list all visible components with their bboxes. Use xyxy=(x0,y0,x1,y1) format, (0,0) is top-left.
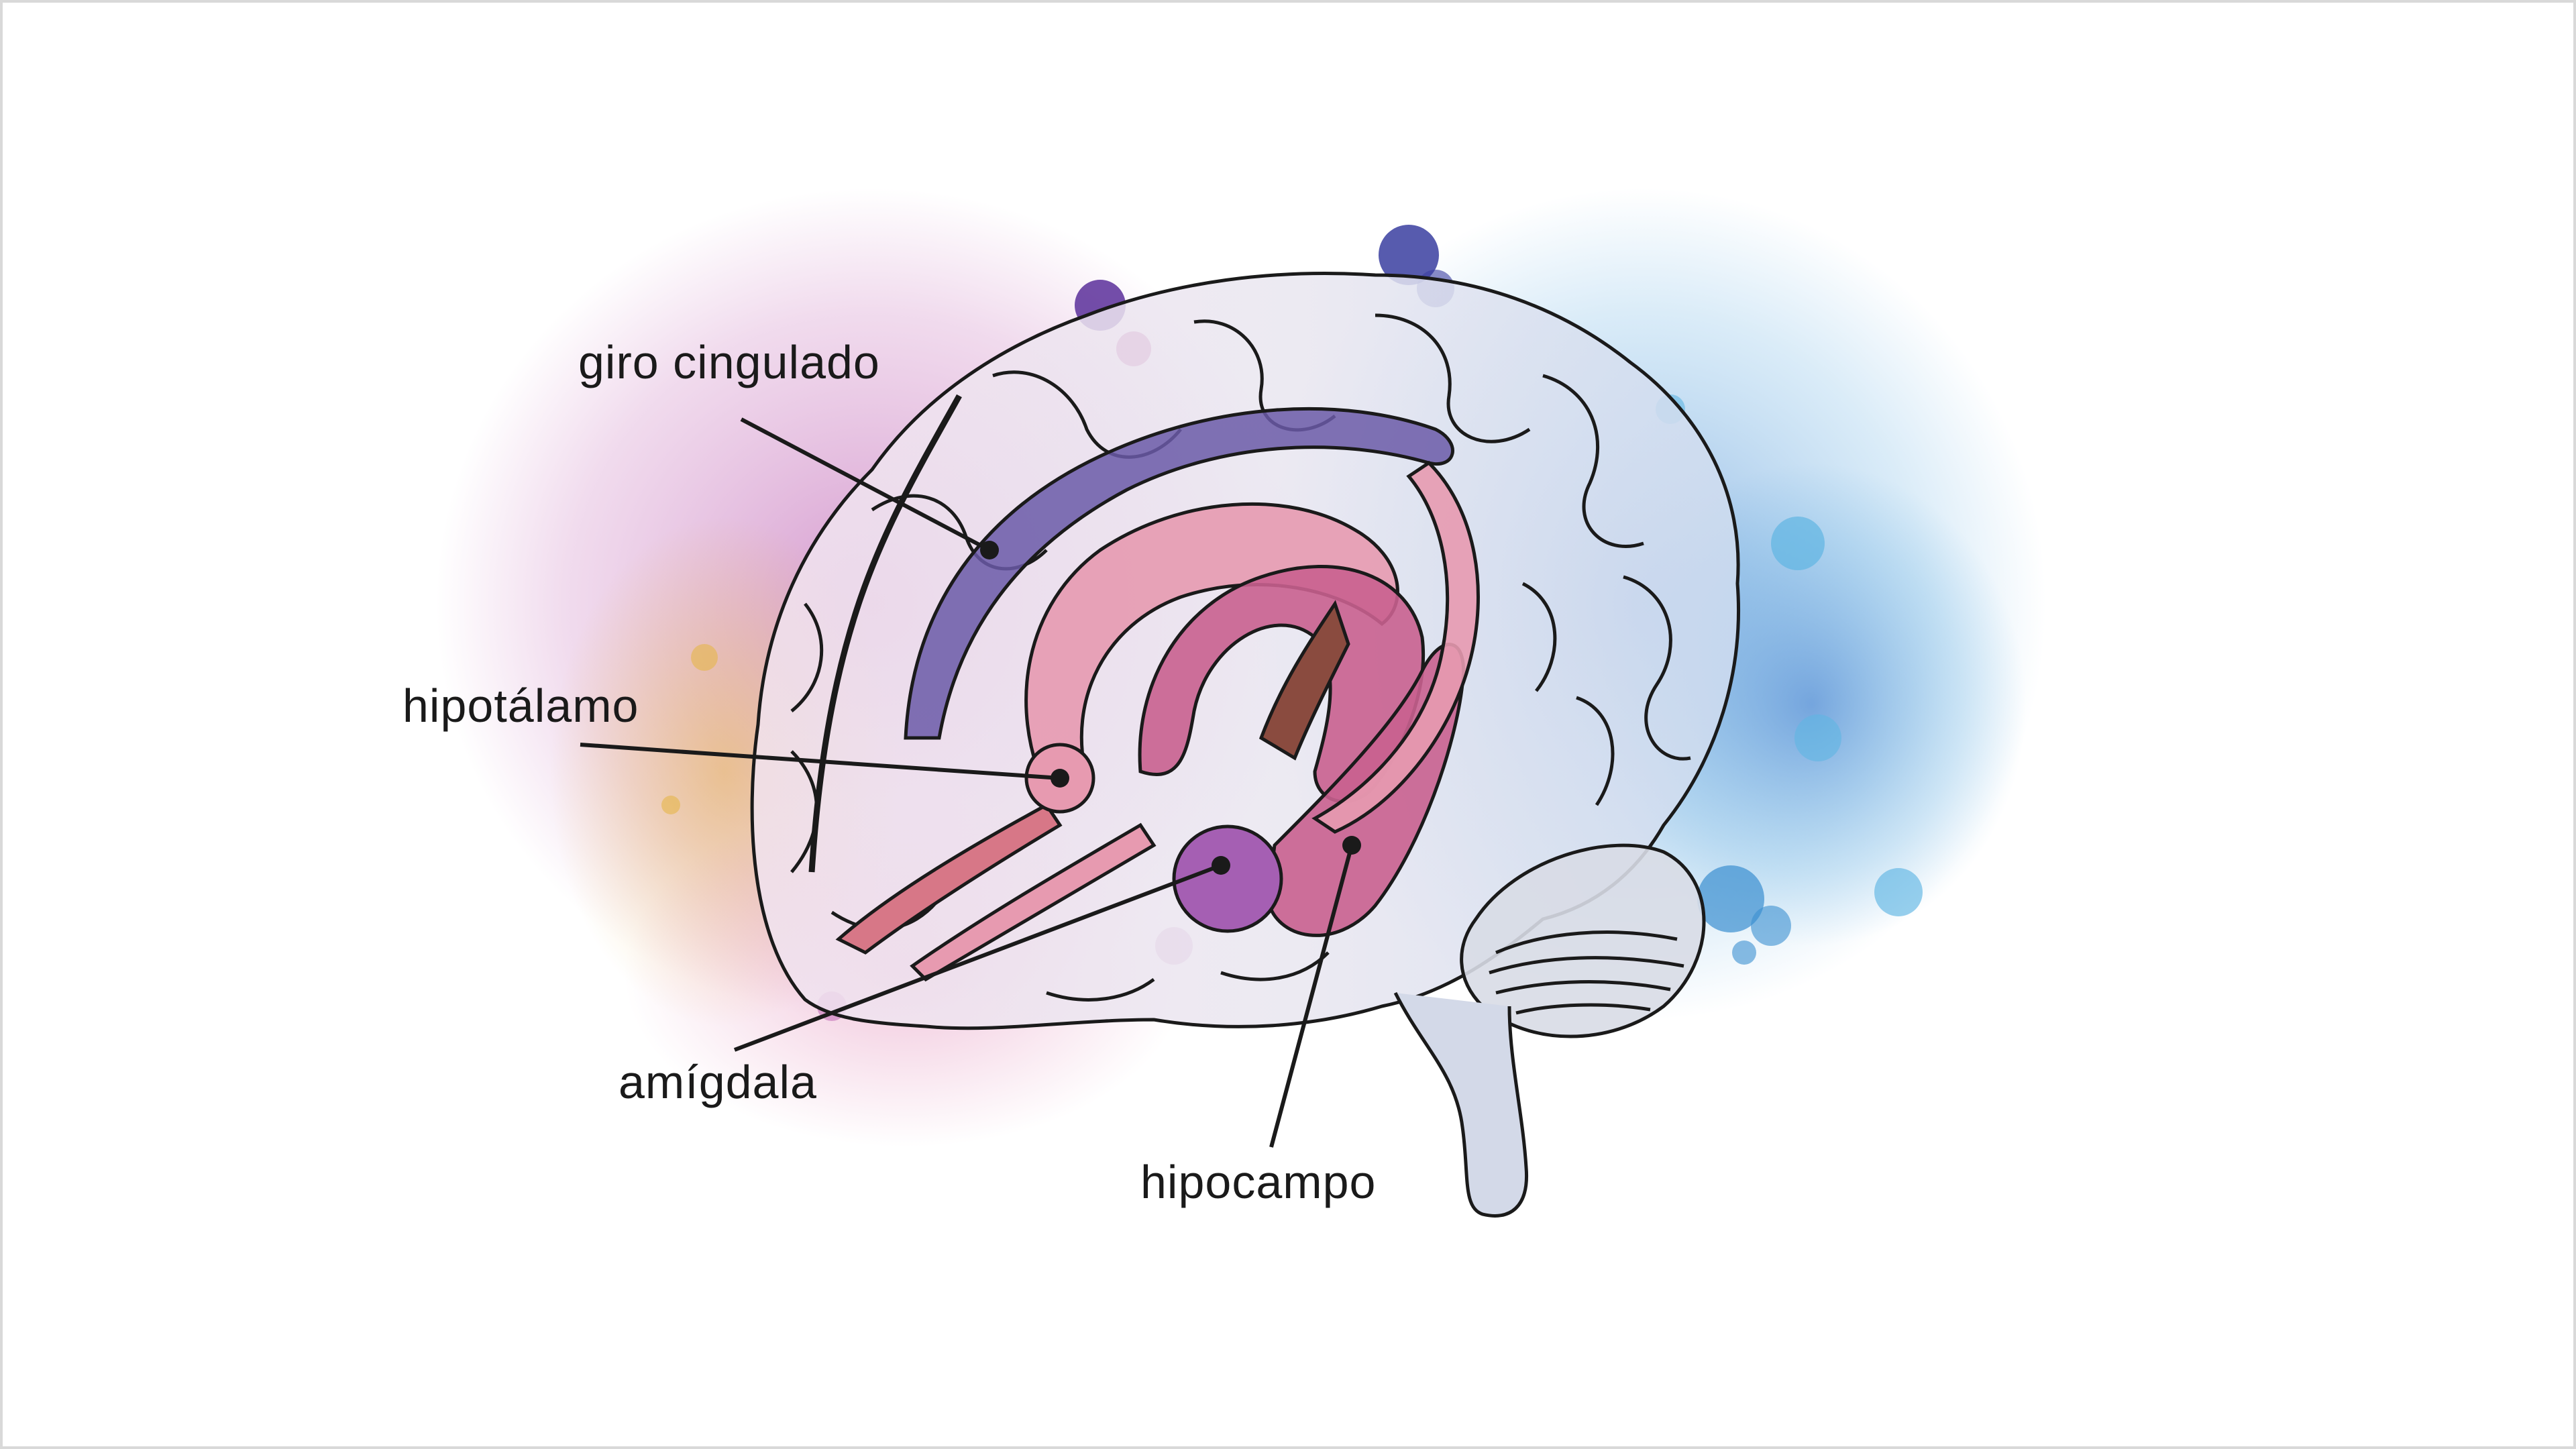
label-amigdala: amígdala xyxy=(619,1056,817,1108)
label-hipocampo: hipocampo xyxy=(1140,1156,1377,1208)
leader-lines xyxy=(580,417,1354,1148)
leader-line-hipocampo xyxy=(1269,845,1354,1148)
leader-line-amigdala xyxy=(733,863,1222,1052)
limbic-structures xyxy=(835,460,1480,982)
leader-line-giro xyxy=(740,417,991,552)
label-giro-cingulado: giro cingulado xyxy=(578,336,880,388)
label-hipotalamo: hipotálamo xyxy=(402,680,639,732)
leader-line-hipotalamo xyxy=(580,743,1061,780)
cingulate-gyrus-shape xyxy=(904,407,1454,740)
